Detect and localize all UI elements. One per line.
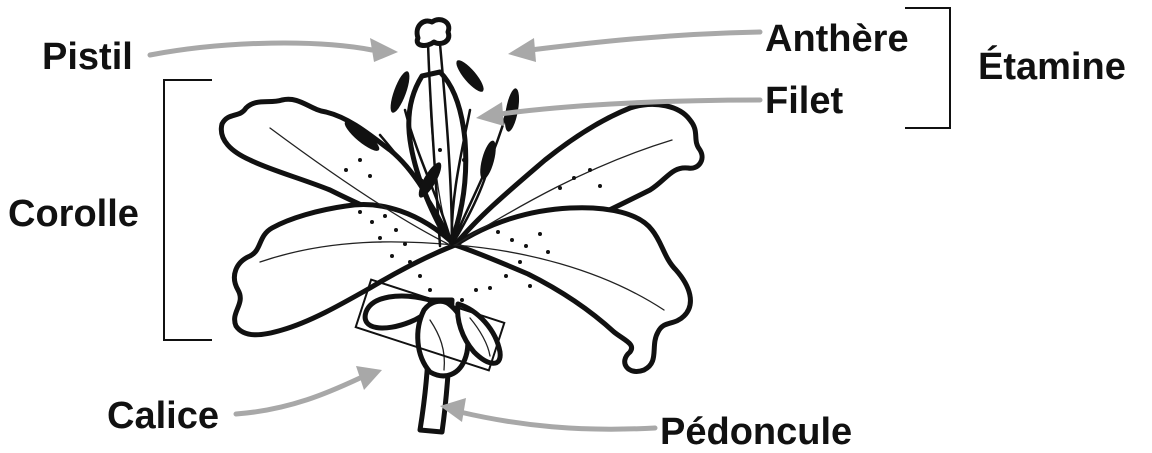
anthere-arrowhead [508,38,536,62]
corolle-bracket [164,80,212,340]
anthere-arrow [530,32,760,50]
label-calice: Calice [107,397,219,435]
pistil-arrowhead [370,38,398,62]
pedoncule-arrow [460,412,655,429]
pistil-arrow [150,43,372,55]
label-filet: Filet [765,82,843,120]
label-corolle: Corolle [8,195,139,233]
etamine-bracket [905,8,950,128]
pistil-stigma [417,20,449,46]
label-etamine: Étamine [978,48,1126,86]
label-pistil: Pistil [42,38,133,76]
label-anthere: Anthère [765,20,909,58]
filet-arrowhead [476,102,504,126]
label-pedoncule: Pédoncule [660,413,852,451]
calice-arrow [236,378,360,414]
anther [453,57,488,95]
